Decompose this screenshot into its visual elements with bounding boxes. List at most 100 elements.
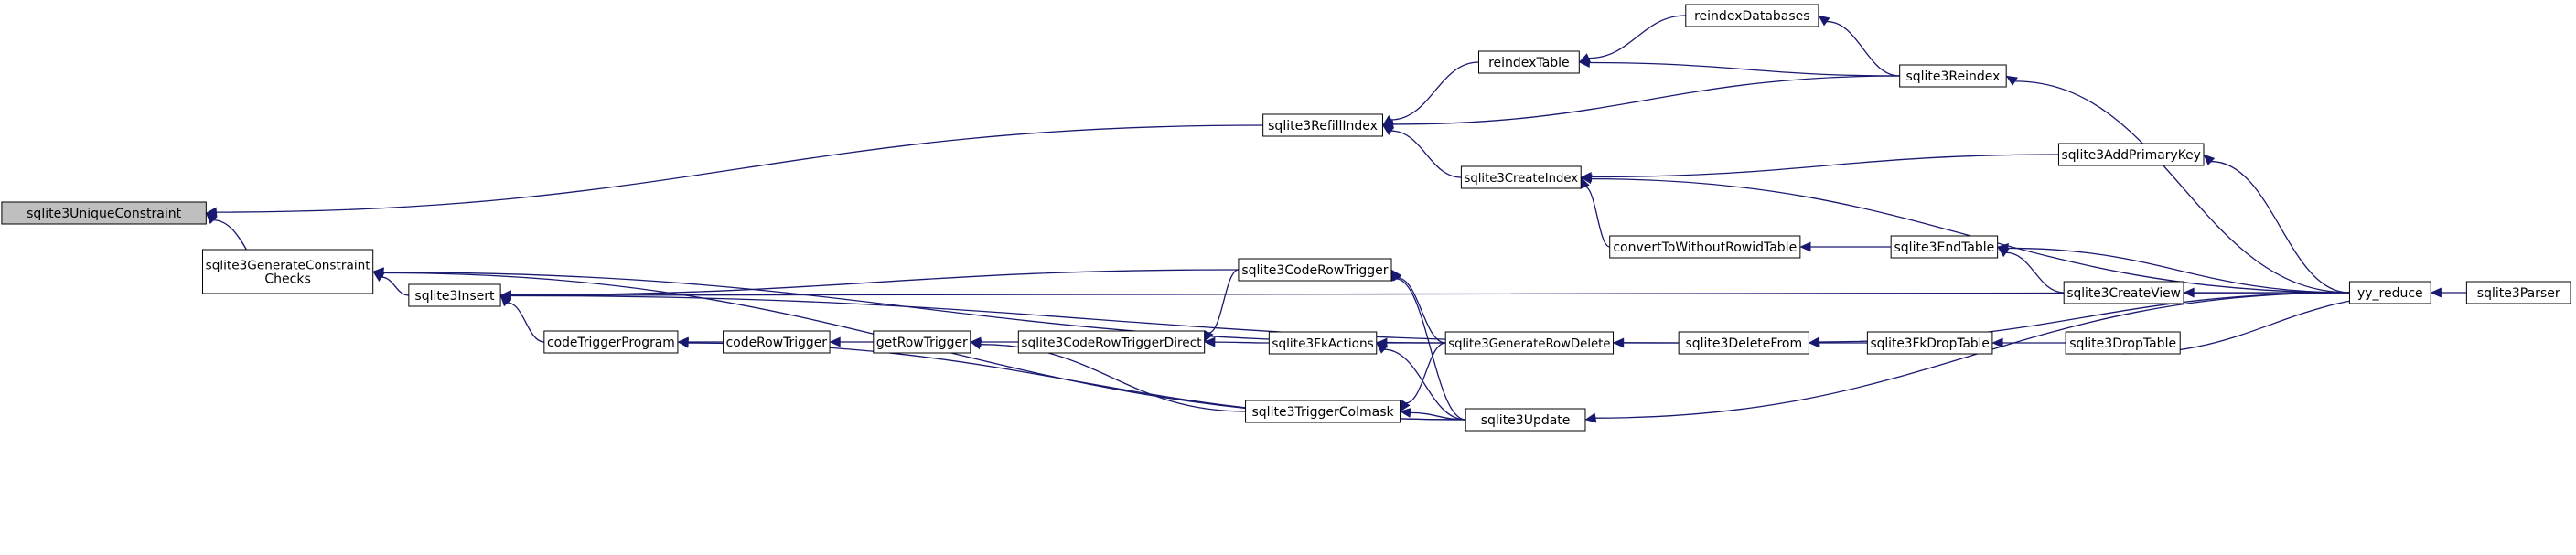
node-box xyxy=(1245,400,1401,423)
edge-line xyxy=(1390,130,1462,178)
node-label: getRowTrigger xyxy=(876,336,968,350)
arrowhead-icon xyxy=(1584,412,1597,423)
edge-line xyxy=(1395,278,1466,421)
node-box xyxy=(873,330,971,354)
edge-line xyxy=(381,276,409,296)
arrowhead-icon xyxy=(829,336,841,347)
call-edge-cdt-to-ctd xyxy=(1204,269,1240,343)
function-node-rdb[interactable]: reindexDatabases xyxy=(1685,4,1819,27)
node-label: sqlite3Parser xyxy=(2477,286,2560,301)
arrowhead-icon xyxy=(1399,407,1411,418)
arrowhead-icon xyxy=(205,212,218,225)
edge-line xyxy=(1826,20,1900,77)
node-label: yy_reduce xyxy=(2357,286,2423,301)
edge-line xyxy=(1405,342,1446,404)
arrowhead-icon xyxy=(1578,57,1591,68)
function-node-dlf[interactable]: sqlite3DeleteFrom xyxy=(1678,331,1809,355)
function-node-prs[interactable]: sqlite3Parser xyxy=(2465,281,2571,304)
call-edge-apk-to-cri xyxy=(1580,154,2059,182)
edge-line xyxy=(216,124,1263,213)
edge-line xyxy=(382,272,1446,344)
edge-line xyxy=(1588,15,1686,59)
node-label: sqlite3RefillIndex xyxy=(1268,119,1378,133)
function-node-grt[interactable]: getRowTrigger xyxy=(873,330,971,354)
node-box xyxy=(1685,4,1819,27)
function-node-uc: sqlite3UniqueConstraint xyxy=(1,201,207,225)
call-edge-rix-to-rdb xyxy=(1818,15,1900,77)
node-box xyxy=(1,201,207,225)
call-edge-cvw-to-etb xyxy=(1997,246,2065,294)
node-label: sqlite3FkDropTable xyxy=(1870,336,1989,351)
function-node-rit[interactable]: reindexTable xyxy=(1477,50,1580,74)
function-node-yyr[interactable]: yy_reduce xyxy=(2348,281,2431,304)
function-node-apk[interactable]: sqlite3AddPrimaryKey xyxy=(2057,143,2205,166)
function-node-cdt[interactable]: sqlite3CodeRowTrigger xyxy=(1238,258,1392,282)
arrowhead-icon xyxy=(1818,15,1830,27)
function-node-fdt[interactable]: sqlite3FkDropTable xyxy=(1866,331,1993,355)
function-node-rix[interactable]: sqlite3Reindex xyxy=(1899,64,2007,88)
call-edge-yyr-to-ins xyxy=(499,290,2350,301)
function-node-ins[interactable]: sqlite3Insert xyxy=(408,283,501,307)
call-edge-yyr-to-cri xyxy=(1580,174,2350,294)
arrowhead-icon xyxy=(1991,337,2003,348)
arrowhead-icon xyxy=(1612,337,1625,348)
arrowhead-icon xyxy=(1204,336,1216,347)
function-node-crt[interactable]: codeRowTrigger xyxy=(723,330,831,354)
edge-line xyxy=(1584,186,1610,248)
node-box xyxy=(408,283,501,307)
node-label: sqlite3GenerateRowDelete xyxy=(1448,337,1610,351)
function-node-upd[interactable]: sqlite3Update xyxy=(1465,408,1586,432)
call-edge-rix-to-rfi xyxy=(1381,75,1900,130)
function-node-dtb[interactable]: sqlite3DropTable xyxy=(2065,331,2181,355)
arrowhead-icon xyxy=(2203,154,2216,166)
call-edge-grt-to-crt xyxy=(829,336,874,347)
node-box xyxy=(1866,331,1993,355)
node-box xyxy=(1444,331,1615,355)
node-label: sqlite3DeleteFrom xyxy=(1685,336,1802,351)
arrowhead-icon xyxy=(970,339,982,350)
node-box xyxy=(1262,113,1383,137)
function-node-cvw[interactable]: sqlite3CreateView xyxy=(2063,281,2184,304)
node-label: convertToWithoutRowidTable xyxy=(1613,240,1797,255)
node-label: codeRowTrigger xyxy=(726,336,828,350)
function-node-rfi[interactable]: sqlite3RefillIndex xyxy=(1262,113,1383,137)
function-node-fka[interactable]: sqlite3FkActions xyxy=(1268,331,1378,355)
edge-line xyxy=(1397,277,1446,344)
call-edge-yyr-to-upd xyxy=(1584,292,2350,423)
node-box xyxy=(543,330,679,354)
arrowhead-icon xyxy=(2005,75,2018,86)
node-label: sqlite3EndTable xyxy=(1894,240,1995,255)
call-edge-upd-to-fka xyxy=(1376,342,1466,421)
call-edge-grd-to-tcm xyxy=(1400,342,1446,412)
node-box xyxy=(1460,165,1582,189)
edge-line xyxy=(1384,348,1466,421)
nodes-layer: sqlite3UniqueConstraint sqlite3GenerateCo… xyxy=(1,4,2571,432)
arrowhead-icon xyxy=(2430,287,2442,298)
node-box xyxy=(1890,235,1999,259)
node-box xyxy=(723,330,831,354)
function-node-cwr[interactable]: convertToWithoutRowidTable xyxy=(1609,235,1801,259)
function-node-grd[interactable]: sqlite3GenerateRowDelete xyxy=(1444,331,1615,355)
node-label: codeTriggerProgram xyxy=(547,336,675,350)
function-node-ctp[interactable]: codeTriggerProgram xyxy=(543,330,679,354)
edge-line xyxy=(1589,61,1900,77)
edge-line xyxy=(980,344,1246,412)
node-label: sqlite3CodeRowTriggerDirect xyxy=(1021,336,1202,350)
function-node-tcm[interactable]: sqlite3TriggerColmask xyxy=(1245,400,1401,423)
call-edge-fka-to-ctd xyxy=(1204,336,1270,347)
arrowhead-icon xyxy=(1390,269,1401,282)
call-edge-rdb-to-rit xyxy=(1578,15,1686,63)
call-edge-etb-to-cwr xyxy=(1799,241,1892,252)
function-node-ctd[interactable]: sqlite3CodeRowTriggerDirect xyxy=(1017,330,1206,354)
call-edge-ctp-to-ins xyxy=(499,294,544,343)
node-box xyxy=(1899,64,2007,88)
node-label: sqlite3Reindex xyxy=(1905,69,2000,84)
call-edge-cri-to-rfi xyxy=(1381,124,1462,178)
node-box xyxy=(1017,330,1206,354)
function-node-etb[interactable]: sqlite3EndTable xyxy=(1890,235,1999,259)
arrowhead-icon xyxy=(1400,400,1411,412)
edge-line xyxy=(2007,247,2350,294)
function-node-cri[interactable]: sqlite3CreateIndex xyxy=(1460,165,1582,189)
